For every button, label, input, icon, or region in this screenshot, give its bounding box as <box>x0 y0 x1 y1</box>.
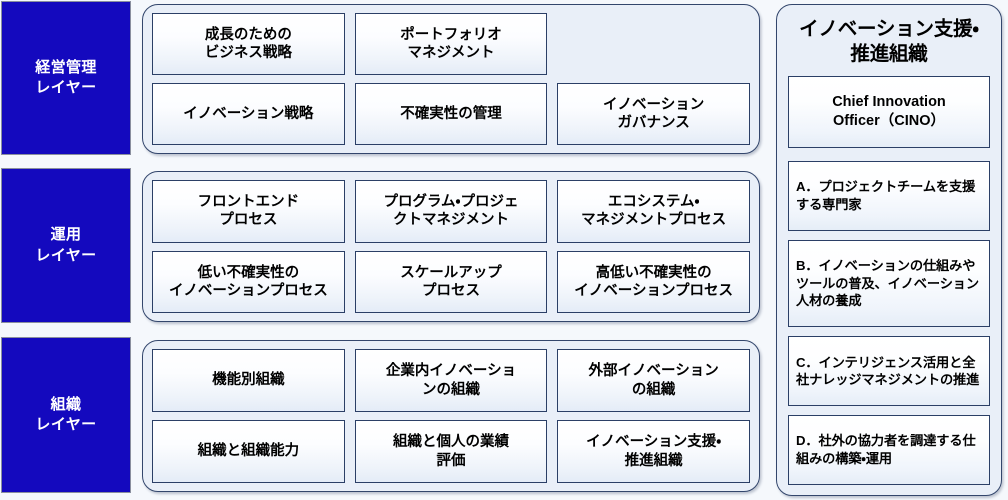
concept-box[interactable]: 機能別組織 <box>152 349 345 412</box>
concept-box[interactable]: 企業内イノベーションの組織 <box>354 349 548 412</box>
layer-panel-organization: 機能別組織 企業内イノベーションの組織 外部イノベーションの組織 組織と組織能力… <box>142 340 760 492</box>
layer-label-text: 組織レイヤー <box>35 395 97 433</box>
concept-box[interactable]: イノベーション支援・推進組織 <box>557 420 750 483</box>
support-item-c[interactable]: C．インテリジェンス活用と全社ナレッジマネジメントの推進 <box>788 336 990 407</box>
layer-label-text: 経営管理レイヤー <box>35 58 97 96</box>
concept-box[interactable]: 成長のためのビジネス戦略 <box>152 13 345 75</box>
concept-box[interactable]: ポートフォリオマネジメント <box>354 13 548 75</box>
concept-box[interactable]: イノベーション戦略 <box>152 83 345 145</box>
empty-slot <box>557 13 750 75</box>
concept-box[interactable]: イノベーションガバナンス <box>557 83 750 145</box>
support-item-d[interactable]: D．社外の協力者を調達する仕組みの構築・運用 <box>788 415 990 486</box>
panel-row: イノベーション戦略 不確実性の管理 イノベーションガバナンス <box>152 83 750 145</box>
panel-title: イノベーション支援・推進組織 <box>799 18 979 65</box>
support-item-a[interactable]: A．プロジェクトチームを支援する専門家 <box>788 160 990 231</box>
concept-box[interactable]: 外部イノベーションの組織 <box>557 349 750 412</box>
support-item-b[interactable]: B．イノベーションの仕組みやツールの普及、イノベーション人材の養成 <box>788 239 990 328</box>
layer-label-operations: 運用レイヤー <box>1 168 131 323</box>
concept-box[interactable]: 低い不確実性のイノベーションプロセス <box>152 250 345 313</box>
layer-label-management: 経営管理レイヤー <box>1 1 131 155</box>
layer-panel-management: 成長のためのビジネス戦略 ポートフォリオマネジメント イノベーション戦略 不確実… <box>142 4 760 154</box>
layer-panel-operations: フロントエンドプロセス プログラム・プロジェクトマネジメント エコシステム・マネ… <box>142 171 760 322</box>
panel-row: フロントエンドプロセス プログラム・プロジェクトマネジメント エコシステム・マネ… <box>152 180 750 243</box>
layer-label-organization: 組織レイヤー <box>1 337 131 493</box>
concept-box[interactable]: 高低い不確実性のイノベーションプロセス <box>557 250 750 313</box>
concept-box[interactable]: スケールアッププロセス <box>354 250 548 313</box>
concept-box[interactable]: プログラム・プロジェクトマネジメント <box>354 180 548 243</box>
concept-box[interactable]: エコシステム・マネジメントプロセス <box>557 180 750 243</box>
concept-box[interactable]: フロントエンドプロセス <box>152 180 345 243</box>
concept-box[interactable]: 不確実性の管理 <box>354 83 548 145</box>
concept-box[interactable]: 組織と個人の業績評価 <box>354 420 548 483</box>
panel-row: 組織と組織能力 組織と個人の業績評価 イノベーション支援・推進組織 <box>152 420 750 483</box>
panel-row: 成長のためのビジネス戦略 ポートフォリオマネジメント <box>152 13 750 75</box>
panel-row: 機能別組織 企業内イノベーションの組織 外部イノベーションの組織 <box>152 349 750 412</box>
panel-row: 低い不確実性のイノベーションプロセス スケールアッププロセス 高低い不確実性のイ… <box>152 250 750 313</box>
layer-label-text: 運用レイヤー <box>35 226 97 264</box>
concept-box[interactable]: 組織と組織能力 <box>152 420 345 483</box>
